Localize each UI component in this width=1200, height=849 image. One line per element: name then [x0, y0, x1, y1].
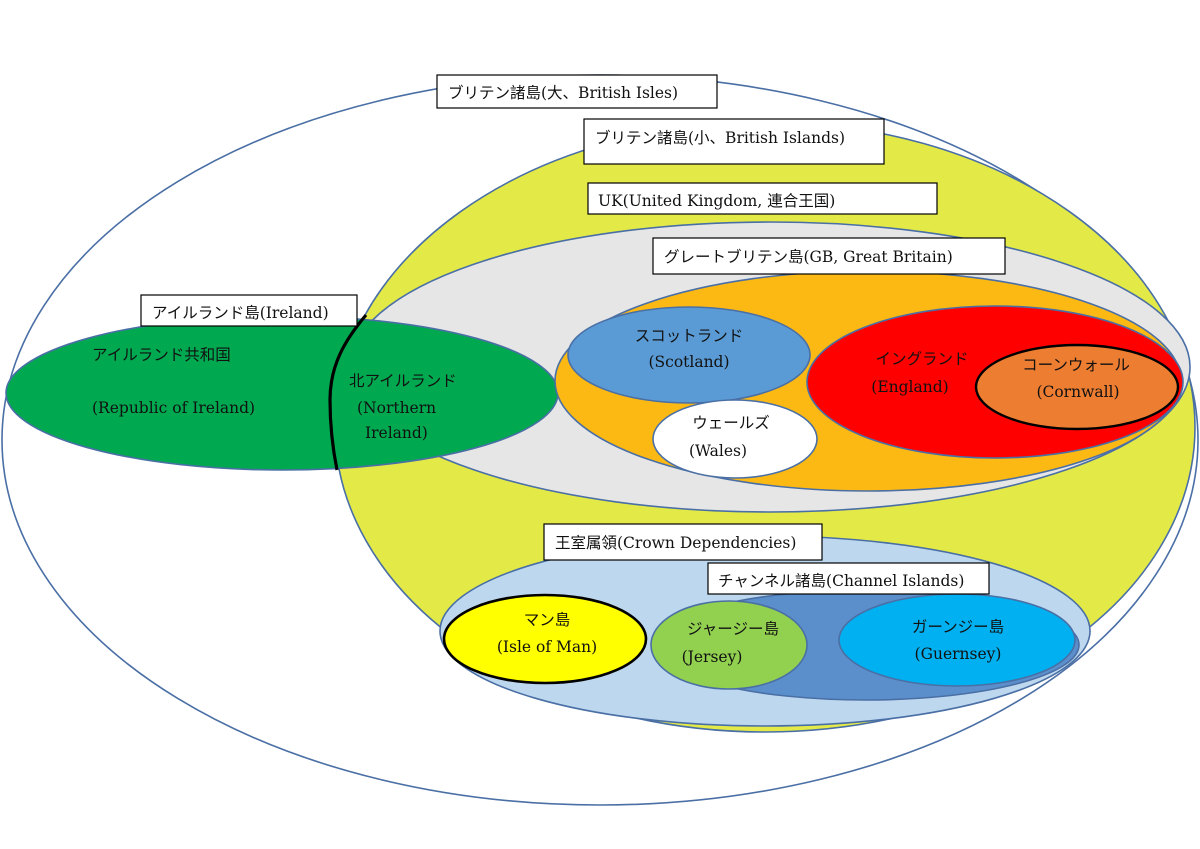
cornwall-ellipse	[974, 343, 1180, 431]
label-uk-text: UK(United Kingdom, 連合王国)	[598, 192, 835, 210]
guernsey-ellipse	[838, 593, 1076, 687]
scotland-jp: スコットランド	[635, 327, 744, 345]
label-british-isles-text: ブリテン諸島(大、British Isles)	[448, 83, 678, 102]
label-uk: UK(United Kingdom, 連合王国)	[587, 182, 938, 215]
republic-of-ireland-en: (Republic of Ireland)	[92, 399, 255, 417]
label-crown-dependencies-text: 王室属領(Crown Dependencies)	[555, 534, 796, 552]
label-ireland-island-text: アイルランド島(Ireland)	[152, 304, 329, 322]
label-channel-islands-text: チャンネル諸島(Channel Islands)	[718, 572, 964, 590]
jersey-jp: ジャージー島	[687, 620, 779, 638]
isle-of-man-jp: マン島	[524, 611, 571, 629]
wales-ellipse	[652, 399, 818, 479]
cornwall-en: (Cornwall)	[1036, 383, 1119, 401]
northern-ireland-jp: 北アイルランド	[349, 372, 457, 390]
label-british-isles: ブリテン諸島(大、British Isles)	[436, 74, 718, 109]
scotland-en: (Scotland)	[648, 353, 729, 371]
cornwall-jp: コーンウォール	[1022, 356, 1130, 374]
label-ireland-island: アイルランド島(Ireland)	[140, 294, 358, 327]
republic-of-ireland-jp: アイルランド共和国	[92, 346, 231, 364]
label-british-islands-text: ブリテン諸島(小、British Islands)	[595, 128, 845, 147]
isle-of-man-ellipse	[442, 593, 648, 685]
ireland-ellipse	[5, 315, 559, 471]
england-en: (England)	[871, 378, 948, 396]
guernsey-jp: ガーンジー島	[912, 618, 1004, 636]
scotland-ellipse	[567, 306, 811, 404]
guernsey-en: (Guernsey)	[915, 645, 1002, 663]
england-jp: イングランド	[875, 350, 968, 368]
label-channel-islands: チャンネル諸島(Channel Islands)	[707, 562, 990, 595]
northern-ireland-en2: Ireland)	[365, 424, 428, 442]
isle-of-man-en: (Isle of Man)	[497, 638, 597, 656]
label-crown-dependencies: 王室属領(Crown Dependencies)	[543, 523, 823, 561]
label-great-britain-text: グレートブリテン島(GB, Great Britain)	[664, 247, 953, 266]
northern-ireland-border	[328, 313, 368, 471]
label-british-islands: ブリテン諸島(小、British Islands)	[583, 118, 885, 165]
northern-ireland-en1: (Northern	[357, 399, 436, 417]
wales-jp: ウェールズ	[692, 414, 770, 432]
jersey-ellipse	[650, 600, 808, 690]
jersey-en: (Jersey)	[682, 648, 743, 666]
label-great-britain: グレートブリテン島(GB, Great Britain)	[652, 237, 1006, 275]
wales-en: (Wales)	[689, 442, 747, 460]
